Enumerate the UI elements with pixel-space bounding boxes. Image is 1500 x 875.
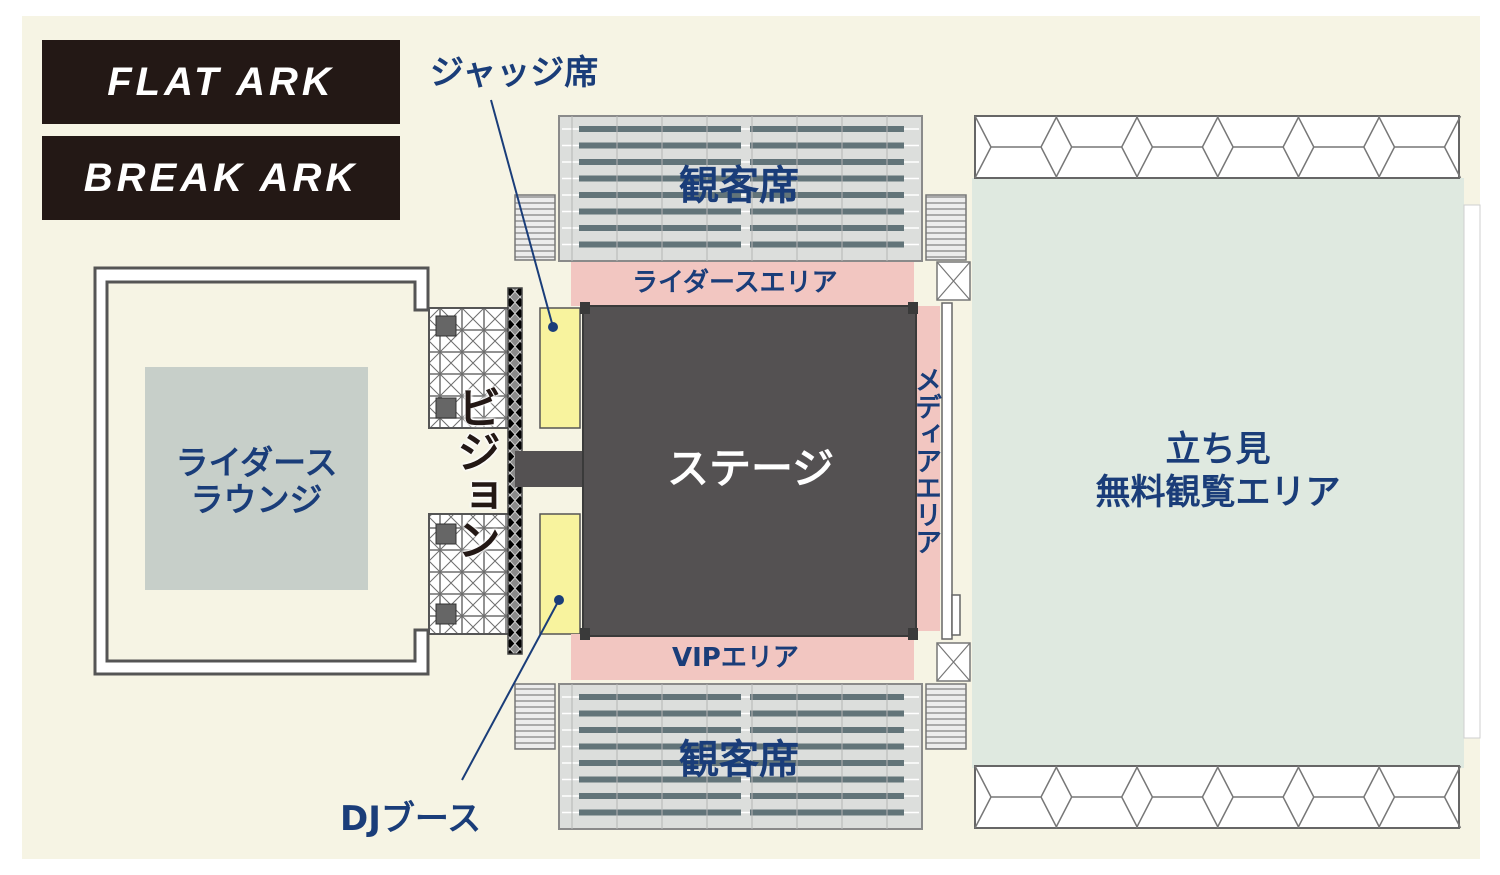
standing-area-label-line1: 立ち見: [1165, 430, 1271, 470]
standing-area-label-line2: 無料観覧エリア: [1095, 473, 1341, 513]
break-ark-title: BREAK ARK: [42, 136, 400, 220]
riders-lounge-label-line2: ラウンジ: [190, 480, 323, 519]
label-pointers: [461, 99, 564, 781]
right-side-wall: [1463, 204, 1481, 739]
riders-lounge-area: [145, 367, 368, 590]
stairs: [514, 194, 971, 750]
standing-free-viewing-area: [972, 178, 1464, 768]
dj-booth-label: DJブース: [340, 799, 482, 839]
judge-seat-label: ジャッジ席: [430, 53, 599, 93]
audience-seating-bottom: [558, 683, 923, 830]
vision-label: ビジョン: [449, 385, 500, 561]
audience-seats-bottom-label: 観客席: [679, 737, 799, 783]
media-area-label: メディアエリア: [910, 366, 941, 555]
riders-lounge-label-line1: ライダース: [175, 443, 338, 482]
vip-area-label: VIPエリア: [672, 643, 799, 673]
stage-label: ステージ: [667, 444, 835, 493]
vip-area: [571, 634, 914, 680]
tent-row-bottom: [974, 765, 1462, 829]
riders-lounge-building: [93, 266, 430, 676]
stage-platform: [580, 302, 918, 640]
flat-ark-title: FLAT ARK: [42, 40, 400, 124]
tent-row-top: [974, 115, 1462, 179]
riders-area: [571, 262, 914, 306]
vision-truss: [428, 287, 585, 655]
dj-booth: [539, 513, 581, 635]
media-area: [914, 306, 940, 631]
judge-booth: [539, 307, 581, 429]
audience-seating-top: [558, 115, 923, 262]
media-rail: [941, 302, 953, 640]
riders-area-label: ライダースエリア: [632, 268, 838, 298]
audience-seats-top-label: 観客席: [679, 163, 799, 209]
